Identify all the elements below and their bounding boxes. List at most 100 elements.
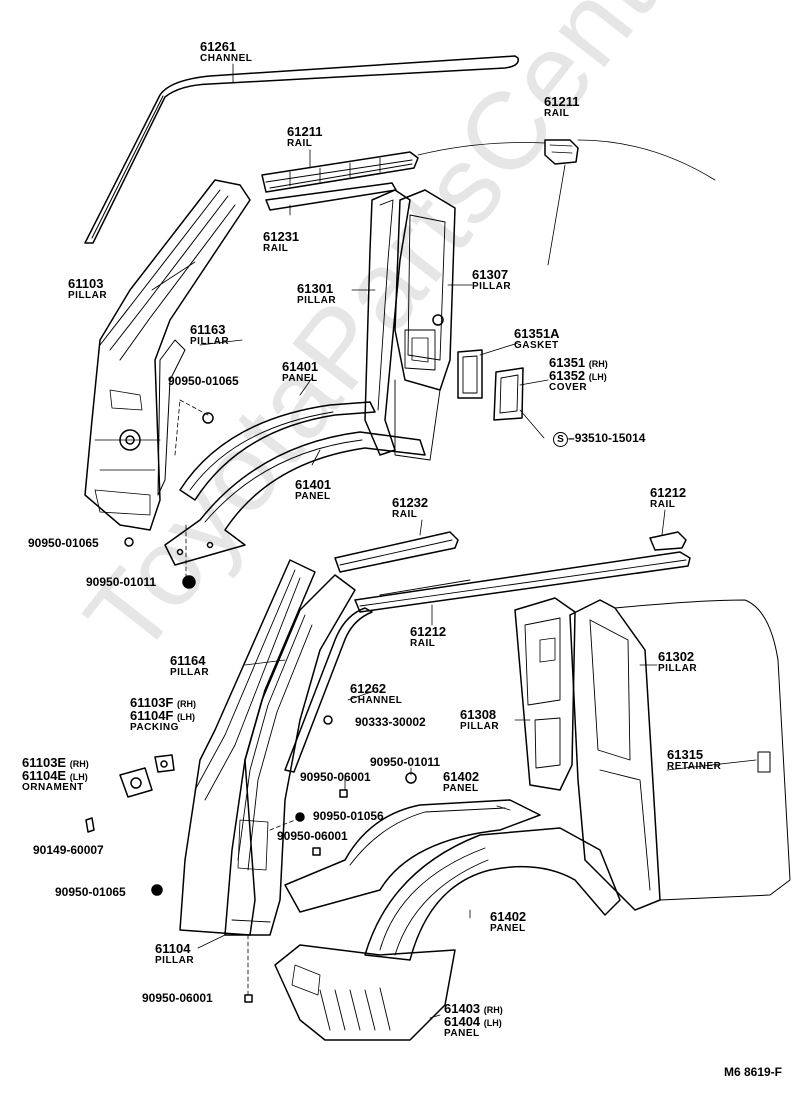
fastener-90950-06001-b-shape <box>312 847 321 856</box>
part-number: 61302 <box>658 649 695 664</box>
part-61351-cover[interactable] <box>493 367 524 421</box>
label-61262-channel: 61262 CHANNEL <box>350 682 402 706</box>
label-61104-pillar: 61104 PILLAR <box>155 942 194 966</box>
part-number: 61212 <box>650 485 687 500</box>
label-61302-pillar: 61302 PILLAR <box>658 650 697 674</box>
part-61103-pillar[interactable] <box>84 179 251 531</box>
part-name: PANEL <box>282 373 318 384</box>
part-number-lh: 61352 <box>549 368 586 383</box>
label-90950-01011-a: 90950-01011 <box>86 575 157 589</box>
part-61212-rail-right[interactable] <box>649 531 687 551</box>
label-61315-retainer: 61315 RETAINER <box>667 748 721 772</box>
label-90950-06001-c: 90950-06001 <box>142 991 213 1005</box>
part-61302-pillar[interactable] <box>569 599 661 911</box>
part-name: CHANNEL <box>350 695 403 706</box>
label-61103f-packing: 61103F (RH) 61104F (LH) PACKING <box>130 696 196 733</box>
part-number-lh: 61104F <box>130 708 174 723</box>
label-90950-06001-b: 90950-06001 <box>277 829 348 843</box>
part-61104-pillar[interactable] <box>224 574 356 936</box>
fastener-90950-01056-shape <box>295 812 305 822</box>
label-61301-pillar: 61301 PILLAR <box>297 282 336 306</box>
s-circle-icon: S <box>553 432 568 447</box>
part-61401-panel-upper[interactable] <box>179 401 376 501</box>
part-number-rh: 61351 <box>549 355 586 370</box>
part-61307-pillar[interactable] <box>394 189 456 461</box>
part-name: PILLAR <box>460 721 500 732</box>
label-61103e-ornament: 61103E (RH) 61104E (LH) ORNAMENT <box>22 756 89 793</box>
part-number: 61104 <box>155 941 191 956</box>
part-name: PILLAR <box>658 663 698 674</box>
part-number: 61231 <box>263 229 300 244</box>
part-61211-rail-right[interactable] <box>544 139 579 165</box>
part-name: PANEL <box>490 923 526 934</box>
part-61402-panel-upper[interactable] <box>284 799 541 913</box>
fastener-number: 93510-15014 <box>574 431 646 445</box>
label-90950-01011-b: 90950-01011 <box>370 755 441 769</box>
label-90950-06001-a: 90950-06001 <box>300 770 371 784</box>
part-61351a-gasket[interactable] <box>457 349 483 399</box>
part-name: PANEL <box>295 491 331 502</box>
part-number: 61308 <box>460 707 497 722</box>
part-name: RETAINER <box>667 761 722 772</box>
part-61315-retainer-body[interactable] <box>614 599 791 901</box>
label-61403-panel: 61403 (RH) 61404 (LH) PANEL <box>444 1002 503 1039</box>
part-61261-channel[interactable] <box>84 55 519 244</box>
label-61163-pillar: 61163 PILLAR <box>190 323 229 347</box>
fastener-90950-01065-b-shape <box>124 537 134 547</box>
part-number: 61401 <box>282 359 319 374</box>
label-61212-rail-center: 61212 RAIL <box>410 625 446 649</box>
part-number: 61103 <box>68 276 104 291</box>
part-number: 61212 <box>410 624 447 639</box>
part-number: 61315 <box>667 747 704 762</box>
part-61163-pillar[interactable] <box>157 339 186 496</box>
part-name: PANEL <box>444 1028 480 1039</box>
part-61103f-packing[interactable] <box>154 754 175 773</box>
side-rh: (RH) <box>483 1005 503 1015</box>
label-61307-pillar: 61307 PILLAR <box>472 268 511 292</box>
part-61308-pillar[interactable] <box>514 597 576 791</box>
part-name: PANEL <box>443 783 479 794</box>
part-61231-rail[interactable] <box>265 182 397 211</box>
part-name: PILLAR <box>170 667 210 678</box>
side-lh: (LH) <box>177 712 195 722</box>
label-61103-pillar: 61103 PILLAR <box>68 277 107 301</box>
part-61212-rail-center[interactable] <box>354 551 691 613</box>
fastener-90950-06001-c-shape <box>244 994 253 1003</box>
fastener-90950-01065-c-shape <box>151 884 163 896</box>
part-61164-pillar[interactable] <box>179 559 316 936</box>
part-number: 61307 <box>472 267 509 282</box>
side-lh: (LH) <box>483 1018 502 1028</box>
label-90950-01065-c: 90950-01065 <box>55 885 126 899</box>
part-name: COVER <box>549 382 588 393</box>
part-number: 61351A <box>514 326 560 341</box>
part-61403-panel[interactable] <box>274 944 456 1041</box>
label-61402-panel-lower: 61402 PANEL <box>490 910 526 934</box>
part-number: 61211 <box>544 94 580 109</box>
part-61103e-ornament[interactable] <box>119 767 153 798</box>
part-61301-pillar[interactable] <box>364 189 411 456</box>
fastener-90950-01065-a-shape <box>202 412 214 424</box>
part-number: 61402 <box>443 769 480 784</box>
label-61351-cover: 61351 (RH) 61352 (LH) COVER <box>549 356 608 393</box>
part-61211-rail-left[interactable] <box>261 151 419 193</box>
label-90149-60007: 90149-60007 <box>33 843 104 857</box>
label-90950-01065-a: 90950-01065 <box>168 374 239 388</box>
label-61402-panel-upper: 61402 PANEL <box>443 770 479 794</box>
part-name: PILLAR <box>472 281 512 292</box>
part-number-lh: 61104E <box>22 768 67 783</box>
part-61232-rail[interactable] <box>334 531 459 573</box>
part-number-rh: 61103F <box>130 695 174 710</box>
part-name: PACKING <box>130 722 179 733</box>
part-61402-panel-lower[interactable] <box>364 827 621 961</box>
label-61164-pillar: 61164 PILLAR <box>170 654 209 678</box>
label-90950-01065-b: 90950-01065 <box>28 536 99 550</box>
part-61262-channel[interactable] <box>284 607 373 773</box>
side-rh: (RH) <box>177 699 196 709</box>
part-number: 61262 <box>350 681 387 696</box>
label-61211-rail-right: 61211 RAIL <box>544 95 579 119</box>
label-61401-panel-upper: 61401 PANEL <box>282 360 318 384</box>
part-61401-panel-lower[interactable] <box>164 431 426 566</box>
fastener-90950-01011-a-shape <box>182 575 196 589</box>
part-number-lh: 61404 <box>444 1014 481 1029</box>
part-number: 61164 <box>170 653 206 668</box>
